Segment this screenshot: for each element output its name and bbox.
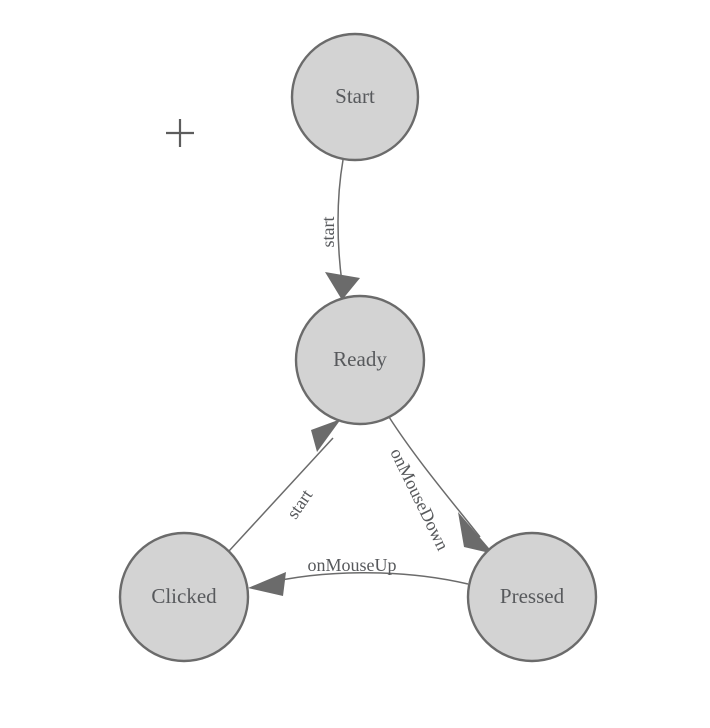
- crosshair-icon[interactable]: [166, 119, 194, 147]
- node-ready[interactable]: Ready: [294, 294, 426, 426]
- node-clicked-circle[interactable]: [118, 531, 250, 663]
- edge-pressed-to-clicked[interactable]: [248, 572, 469, 596]
- node-pressed[interactable]: Pressed: [466, 531, 598, 663]
- edge-ready-to-pressed[interactable]: [388, 416, 494, 554]
- node-start-circle[interactable]: [290, 32, 420, 162]
- arrowhead-into-ready: [325, 272, 360, 300]
- edge-label-clicked-to-ready: start: [282, 486, 316, 523]
- edge-clicked-to-ready[interactable]: [228, 419, 341, 552]
- node-start-label: Start: [335, 84, 375, 108]
- arrowhead-into-pressed: [458, 512, 494, 554]
- node-start[interactable]: Start: [290, 32, 420, 162]
- node-clicked-label: Clicked: [151, 584, 217, 608]
- edge-label-pressed-to-clicked: onMouseUp: [308, 555, 397, 575]
- edge-path-clicked-to-ready[interactable]: [228, 437, 334, 552]
- edge-label-start-to-ready: start: [318, 217, 338, 248]
- arrowhead-into-ready-from-clicked: [311, 419, 341, 452]
- node-clicked[interactable]: Clicked: [118, 531, 250, 663]
- node-ready-circle[interactable]: [294, 294, 426, 426]
- arrowhead-into-clicked: [248, 572, 286, 596]
- edge-path-start-to-ready[interactable]: [337, 159, 344, 284]
- edge-start-to-ready[interactable]: [325, 159, 360, 300]
- node-pressed-label: Pressed: [500, 584, 565, 608]
- node-ready-label: Ready: [333, 347, 387, 371]
- edge-path-ready-to-pressed[interactable]: [388, 416, 481, 538]
- node-pressed-circle[interactable]: [466, 531, 598, 663]
